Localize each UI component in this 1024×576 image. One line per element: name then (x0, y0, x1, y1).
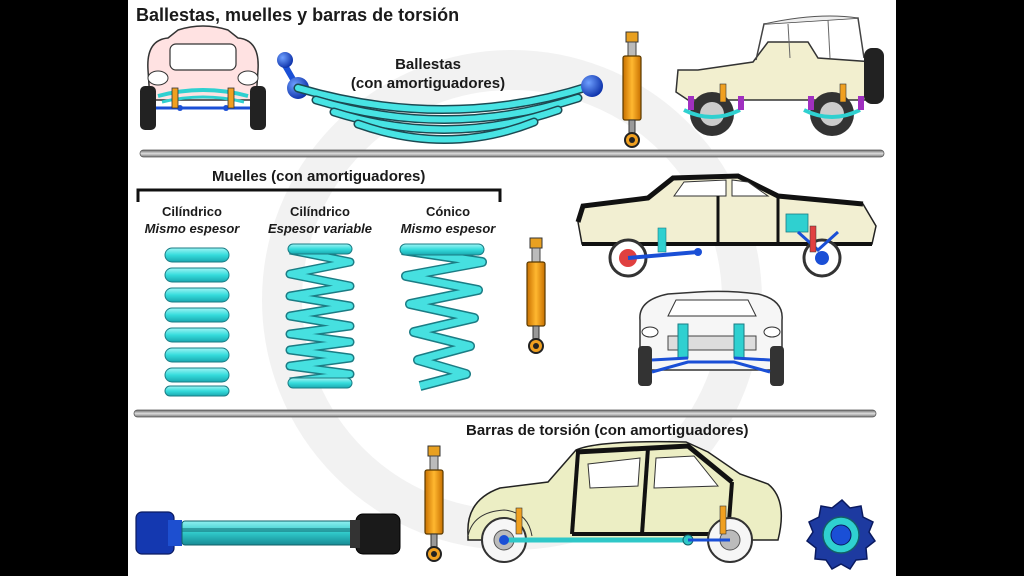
spline-socket-icon (805, 498, 877, 570)
coil-type-3-label: Cónico Mismo espesor (384, 203, 512, 237)
slide: Ballestas, muelles y barras de torsión B… (128, 0, 896, 576)
coil-spring-heading: Muelles (con amortiguadores) (212, 168, 426, 185)
coil-spring-conical-icon (399, 243, 487, 391)
coil-spring-variable-icon (285, 243, 355, 389)
shock-absorber-icon (526, 237, 546, 354)
diagram-canvas (133, 15, 885, 570)
leaf-spring-label-line2: (con amortiguadores) (350, 75, 506, 92)
classic-car-icon (467, 440, 783, 563)
coil-type-1-label: Cilíndrico Mismo espesor (128, 203, 256, 237)
coil-type-3-name: Cónico (425, 204, 471, 219)
leaf-spring-label-line1: Ballestas (395, 56, 461, 73)
coil-types-bracket (136, 188, 502, 202)
divider-rail-bottom (133, 409, 877, 418)
coil-spring-cylindrical-icon (164, 247, 230, 397)
coil-type-1-sub: Mismo espesor (144, 221, 240, 236)
jeep-icon (675, 15, 884, 136)
leaf-spring-icon (277, 52, 603, 144)
front-car-leaf-icon (140, 25, 266, 130)
coil-type-3-sub: Mismo espesor (400, 221, 496, 236)
coil-type-1-name: Cilíndrico (162, 204, 222, 219)
shock-absorber-icon (424, 445, 444, 562)
sedan-icon (575, 173, 877, 278)
divider-rail-top (139, 149, 885, 158)
car-front-coil-icon (638, 290, 784, 386)
torsion-bar-icon (135, 511, 401, 555)
coil-type-2-name: Cilíndrico (290, 204, 350, 219)
leaf-spring-label: Ballestas (con amortiguadores) (333, 55, 523, 93)
coil-type-2-sub: Espesor variable (267, 221, 373, 236)
torsion-bar-heading: Barras de torsión (con amortiguadores) (466, 422, 749, 439)
page-title: Ballestas, muelles y barras de torsión (136, 5, 460, 25)
coil-type-2-label: Cilíndrico Espesor variable (256, 203, 384, 237)
